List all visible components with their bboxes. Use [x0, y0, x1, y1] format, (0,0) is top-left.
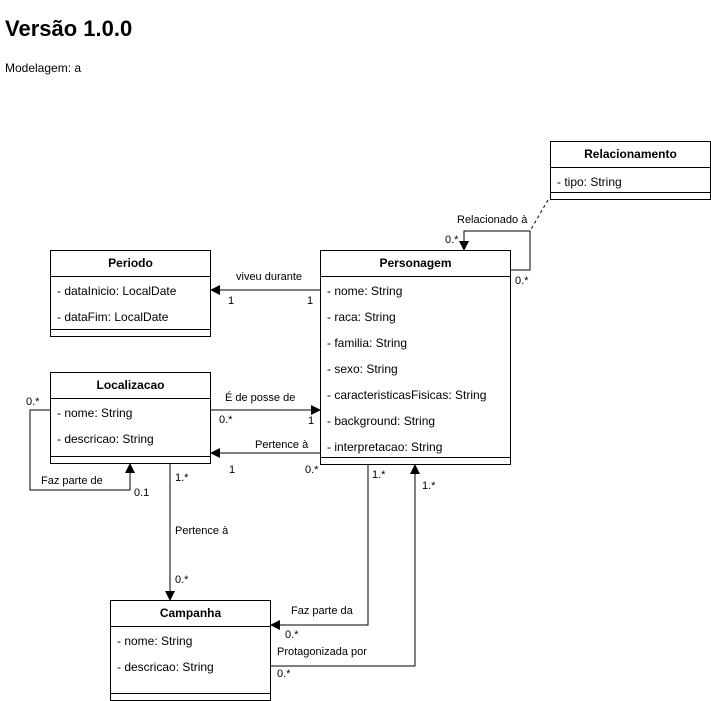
attribute: - nome: String: [57, 406, 133, 420]
multiplicity-label: 0.*: [26, 396, 40, 408]
attribute: - background: String: [327, 414, 436, 428]
attribute: - nome: String: [327, 284, 403, 298]
multiplicity-label: 0.*: [305, 464, 319, 476]
attribute: - sexo: String: [327, 362, 398, 376]
edge-label-pertence-loc: Pertence à: [255, 439, 309, 451]
attribute: - familia: String: [327, 336, 408, 350]
edge-label-posse: É de posse de: [225, 392, 296, 404]
multiplicity-label: 0.1: [134, 487, 150, 499]
multiplicity-label: 1.*: [175, 472, 189, 484]
attribute: - descricao: String: [57, 432, 154, 446]
attribute: - nome: String: [117, 634, 193, 648]
edge-protagonizada: [271, 464, 420, 667]
edge-faz-parte-campanha: [270, 465, 369, 630]
attribute: - interpretacao: String: [327, 440, 443, 454]
attribute-list: - dataInicio: LocalDate - dataFim: Local…: [51, 277, 210, 330]
attribute: - dataFim: LocalDate: [57, 310, 169, 324]
multiplicity-label: 0.*: [219, 414, 233, 426]
edge-label-faz-parte-camp: Faz parte da: [291, 605, 353, 617]
attribute: - caracteristicasFisicas: String: [327, 388, 487, 402]
attribute-list: - nome: String - descricao: String: [51, 399, 210, 452]
methods-compartment: [551, 192, 710, 199]
class-campanha[interactable]: Campanha - nome: String - descricao: Str…: [110, 600, 271, 701]
class-relacionamento[interactable]: Relacionamento - tipo: String: [550, 141, 711, 200]
multiplicity-label: 1: [307, 295, 314, 307]
edge-label-pertence-camp: Pertence à: [175, 525, 229, 537]
edge-label-faz-parte-loc: Faz parte de: [41, 475, 103, 487]
attribute: - raca: String: [327, 310, 396, 324]
class-personagem[interactable]: Personagem - nome: String - raca: String…: [320, 250, 511, 465]
attribute: - descricao: String: [117, 660, 214, 674]
methods-compartment: [51, 456, 210, 463]
methods-compartment: [321, 457, 510, 464]
edge-relacionamento-link: [529, 199, 549, 232]
multiplicity-label: 0.*: [515, 275, 529, 287]
multiplicity-label: 0.*: [175, 574, 189, 586]
class-name-personagem: Personagem: [321, 251, 510, 277]
class-name-localizacao: Localizacao: [51, 373, 210, 399]
edge-faz-parte-localizacao: [29, 409, 135, 491]
class-name-periodo: Periodo: [51, 251, 210, 277]
attribute-list: - tipo: String: [551, 168, 710, 195]
class-name-campanha: Campanha: [111, 601, 270, 627]
diagram-subtitle: Modelagem: a: [5, 61, 82, 75]
attribute-list: - nome: String - descricao: String: [111, 627, 270, 680]
edge-label-relacionado: Relacionado à: [457, 214, 528, 226]
class-localizacao[interactable]: Localizacao - nome: String - descricao: …: [50, 372, 211, 464]
class-name-relacionamento: Relacionamento: [551, 142, 710, 168]
edge-label-protagonizada: Protagonizada por: [277, 646, 367, 658]
edge-label-viveu: viveu durante: [236, 271, 303, 283]
multiplicity-label: 1: [308, 415, 315, 427]
attribute: - dataInicio: LocalDate: [57, 284, 177, 298]
multiplicity-label: 0.*: [445, 234, 459, 246]
multiplicity-label: 1: [229, 464, 236, 476]
multiplicity-label: 0.*: [285, 629, 299, 641]
multiplicity-label: 1: [228, 295, 235, 307]
class-periodo[interactable]: Periodo - dataInicio: LocalDate - dataFi…: [50, 250, 211, 337]
diagram-title: Versão 1.0.0: [5, 16, 133, 41]
multiplicity-label: 0.*: [277, 668, 291, 680]
attribute-list: - nome: String - raca: String - familia:…: [321, 277, 510, 460]
multiplicity-label: 1.*: [372, 469, 386, 481]
methods-compartment: [51, 329, 210, 336]
edge-personagem-self: [459, 230, 531, 271]
attribute: - tipo: String: [557, 175, 622, 189]
methods-compartment: [111, 693, 270, 700]
multiplicity-label: 1.*: [422, 480, 436, 492]
